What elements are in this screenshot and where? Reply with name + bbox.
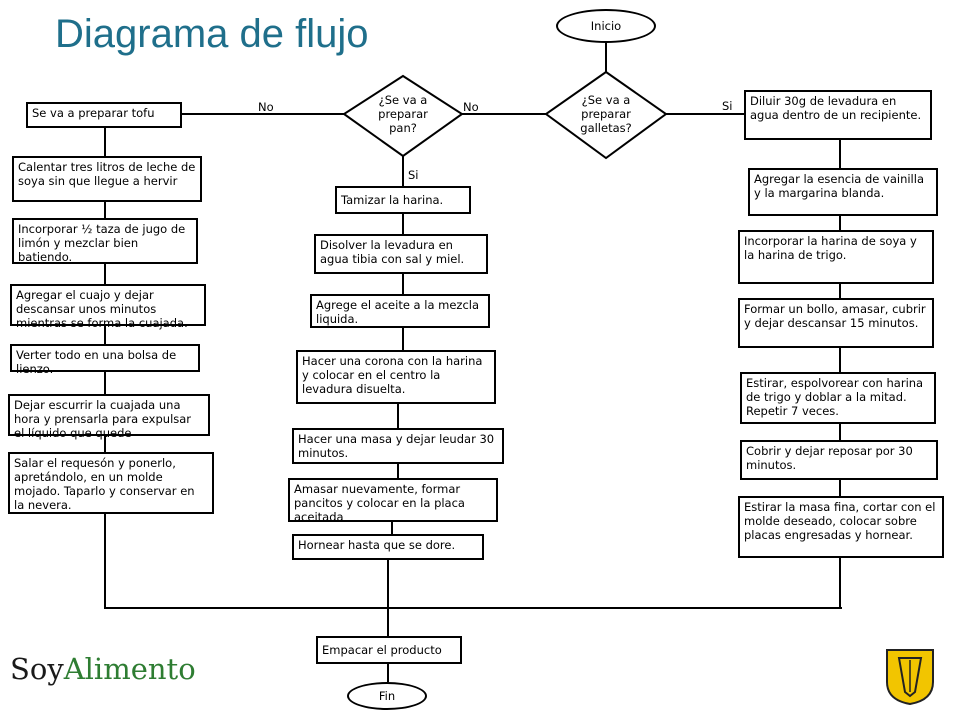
label-no-galletas: No (463, 100, 479, 114)
decision-pan-shape (342, 74, 464, 158)
page-title: Diagrama de flujo (55, 12, 369, 56)
logo-part-alimento: Alimento (63, 652, 196, 686)
galletas-step-1: Agregar la esencia de vainilla y la marg… (748, 168, 938, 216)
galletas-step-2: Incorporar la harina de soya y la harina… (738, 230, 934, 284)
pan-step-3: Hacer una corona con la harina y colocar… (296, 350, 496, 404)
pan-step-6: Hornear hasta que se dore. (292, 534, 484, 560)
pan-step-5: Amasar nuevamente, formar pancitos y col… (288, 478, 498, 524)
tofu-step-4: Verter todo en una bolsa de lienzo. (10, 344, 200, 376)
label-no-pan: No (258, 100, 274, 114)
label-si-galletas: Si (722, 99, 733, 113)
galletas-step-6: Estirar la masa fina, cortar con el mold… (738, 496, 944, 558)
tofu-step-2: Incorporar ½ taza de jugo de limón y mez… (12, 218, 198, 264)
tofu-step-1: Calentar tres litros de leche de soya si… (12, 156, 202, 202)
soyalimento-logo: SoyAlimento (10, 652, 196, 686)
galletas-step-0: Diluir 30g de levadura en agua dentro de… (744, 90, 932, 140)
university-shield-icon (886, 649, 934, 706)
start-terminal: Inicio (556, 9, 656, 43)
label-si-pan: Si (408, 168, 419, 182)
package-step: Empacar el producto (316, 636, 462, 664)
galletas-step-4: Estirar, espolvorear con harina de trigo… (740, 372, 936, 424)
decision-galletas-text: ¿Se va a preparar galletas? (580, 93, 632, 135)
decision-pan-text: ¿Se va a preparar pan? (378, 93, 428, 135)
tofu-step-6: Salar el requesón y ponerlo, apretándolo… (8, 452, 214, 514)
galletas-step-5: Cobrir y dejar reposar por 30 minutos. (740, 440, 938, 480)
tofu-step-0: Se va a preparar tofu (26, 102, 182, 128)
tofu-step-3: Agregar el cuajo y dejar descansar unos … (10, 284, 206, 330)
pan-step-2: Agrege el aceite a la mezcla liquida. (310, 294, 490, 328)
decision-galletas-shape (544, 70, 668, 160)
galletas-step-3: Formar un bollo, amasar, cubrir y dejar … (738, 298, 934, 348)
tofu-step-5: Dejar escurrir la cuajada una hora y pre… (8, 394, 210, 440)
pan-step-4: Hacer una masa y dejar leudar 30 minutos… (292, 428, 504, 464)
end-terminal: Fin (347, 682, 427, 710)
pan-step-1: Disolver la levadura en agua tibia con s… (314, 234, 488, 274)
pan-step-0: Tamizar la harina. (335, 186, 471, 214)
logo-part-soy: Soy (10, 652, 64, 686)
